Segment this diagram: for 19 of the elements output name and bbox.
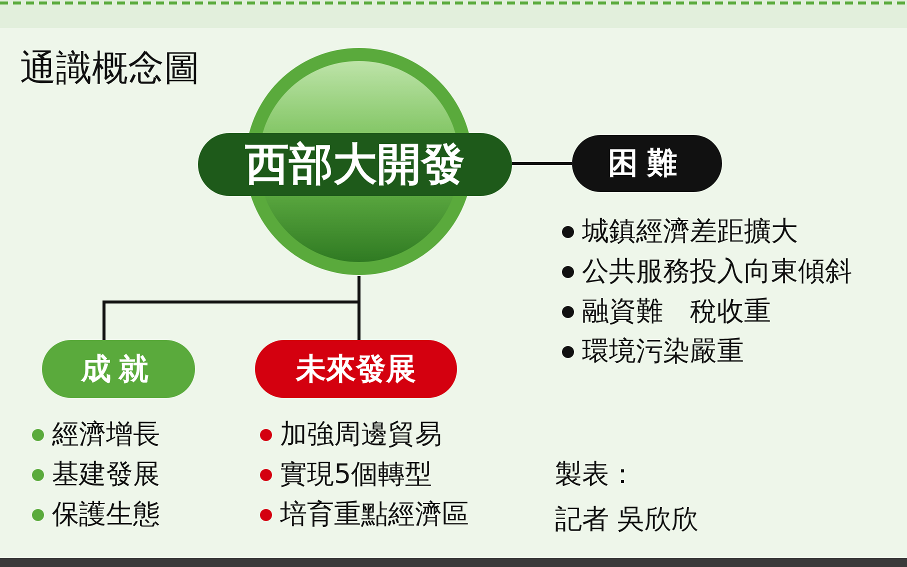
list-item: 經濟增長 [52, 418, 160, 452]
category-pill: 困難 [572, 135, 722, 192]
list-item: 保護生態 [52, 498, 160, 532]
credit-text: 製表： [555, 458, 636, 492]
list-item: 融資難 稅收重 [582, 295, 771, 329]
list-item: 培育重點經濟區 [280, 498, 469, 532]
list-item: 基建發展 [52, 458, 160, 492]
list-item: 實現5個轉型 [280, 458, 432, 492]
title-pill: 西部大開發 [198, 133, 512, 196]
credit-text: 記者 吳欣欣 [555, 503, 699, 537]
list-item: 城鎮經濟差距擴大 [582, 215, 798, 249]
category-pill: 未來發展 [255, 340, 457, 398]
list-item: 加強周邊貿易 [280, 418, 442, 452]
connector-line [512, 162, 572, 165]
list-item: 環境污染嚴重 [582, 335, 744, 369]
category-pill: 成就 [42, 340, 195, 398]
hub-node [198, 47, 512, 276]
list-item: 公共服務投入向東傾斜 [582, 255, 852, 289]
diagram-title: 通識概念圖 [20, 47, 200, 91]
